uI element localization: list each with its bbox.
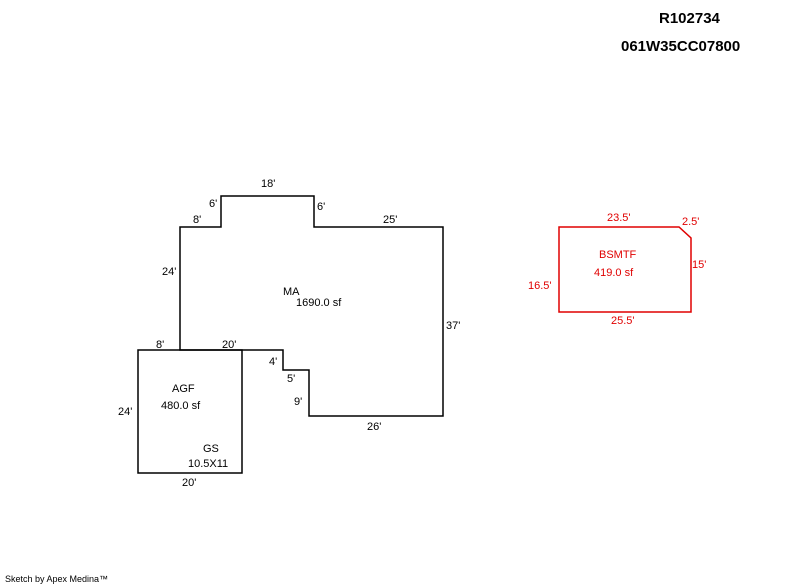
dim-bsmt-corner: 2.5': [682, 216, 699, 228]
sketch-credit: Sketch by Apex Medina™: [5, 574, 109, 584]
parcel-code: 061W35CC07800: [621, 38, 741, 55]
ma-name: MA: [283, 286, 300, 298]
agf-outline: [137, 349, 243, 474]
bsmtf-name: BSMTF: [599, 249, 637, 261]
agf-name: AGF: [172, 383, 195, 395]
dim-bsmt-left: 16.5': [528, 280, 552, 292]
ma-outline: [179, 195, 444, 417]
ma-area: 1690.0 sf: [296, 297, 342, 309]
dim-ma-step-right: 6': [317, 201, 325, 213]
dim-ma-upper-right: 25': [383, 214, 397, 226]
agf-area: 480.0 sf: [161, 400, 201, 412]
dim-agf-top-left: 8': [156, 339, 164, 351]
gs-name: GS: [203, 443, 219, 455]
record-id: R102734: [659, 10, 720, 27]
dim-ma-bottom: 26': [367, 421, 381, 433]
dim-bsmt-right: 15': [692, 259, 706, 271]
dim-ma-left: 24': [162, 266, 176, 278]
dim-notch-9: 9': [294, 396, 302, 408]
dim-bsmt-top: 23.5': [607, 212, 631, 224]
dim-ma-top: 18': [261, 178, 275, 190]
dim-notch-5: 5': [287, 373, 295, 385]
dim-agf-left: 24': [118, 406, 132, 418]
dim-bsmt-bottom: 25.5': [611, 315, 635, 327]
dim-notch-4: 4': [269, 356, 277, 368]
dim-agf-bottom: 20': [182, 477, 196, 489]
dim-ma-step-left: 6': [209, 198, 217, 210]
bsmtf-area: 419.0 sf: [594, 267, 634, 279]
dim-ma-upper-left: 8': [193, 214, 201, 226]
dim-agf-top: 20': [222, 339, 236, 351]
gs-size: 10.5X11: [188, 458, 228, 470]
bsmtf-outline: [558, 226, 692, 313]
dim-ma-right: 37': [446, 320, 460, 332]
